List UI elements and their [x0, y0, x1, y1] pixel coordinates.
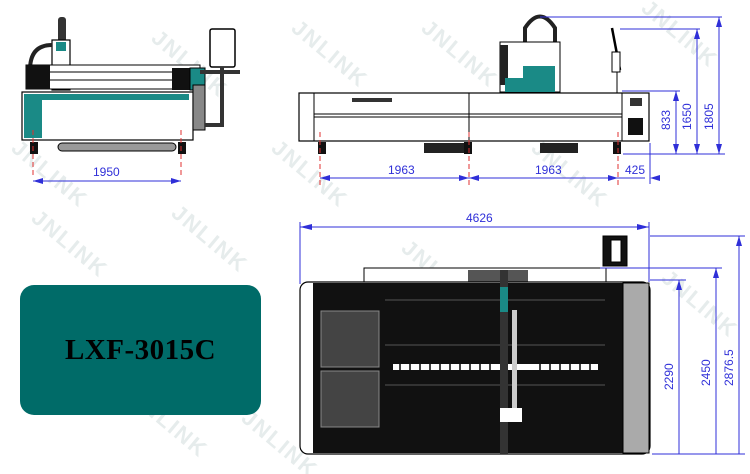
top-view: 4626 2290 2450 2876.5	[299, 211, 745, 455]
model-badge: LXF-3015C	[20, 285, 261, 415]
side-height-table-label: 833	[659, 110, 673, 130]
front-view: 1950	[21, 17, 240, 184]
front-width-label: 1950	[93, 165, 120, 179]
model-name: LXF-3015C	[64, 333, 217, 366]
top-depth-frame-label: 2450	[699, 359, 713, 386]
svg-text:JNLINK: JNLINK	[417, 15, 503, 93]
svg-text:JNLINK: JNLINK	[287, 15, 373, 93]
svg-text:JNLINK: JNLINK	[167, 200, 253, 278]
svg-text:JNLINK: JNLINK	[657, 265, 743, 343]
svg-text:JNLINK: JNLINK	[267, 135, 353, 213]
top-length-label: 4626	[466, 211, 493, 225]
top-depth-total-label: 2876.5	[722, 349, 736, 386]
side-spacing-1-label: 1963	[388, 163, 415, 177]
top-depth-table-label: 2290	[662, 363, 676, 390]
side-view: 1963 1963 425 833 1650 1805	[298, 14, 725, 185]
side-overhang-label: 425	[625, 163, 645, 177]
side-spacing-2-label: 1963	[535, 163, 562, 177]
side-height-total-label: 1805	[702, 103, 716, 130]
side-height-screen-label: 1650	[680, 103, 694, 130]
svg-text:JNLINK: JNLINK	[27, 205, 113, 283]
svg-text:JNLINK: JNLINK	[637, 0, 723, 73]
